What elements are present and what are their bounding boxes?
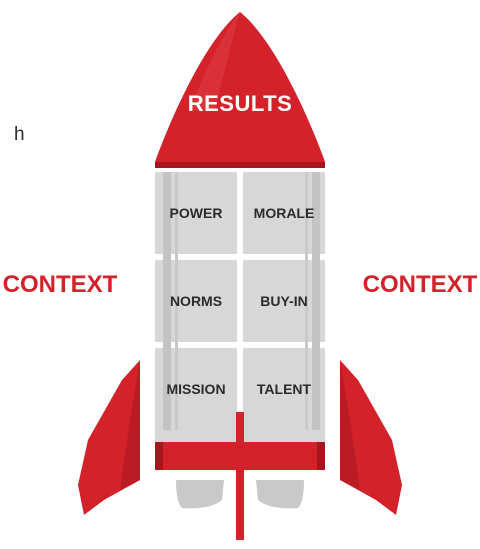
context-label-right: CONTEXT [363,271,478,298]
nose-highlight [190,12,240,110]
panel-strip [175,172,178,430]
panel-buy-in [243,260,325,342]
panel-label-buy-in: BUY-IN [260,293,307,309]
nose-cone [155,12,325,162]
panel-morale [243,172,325,254]
left-fin-shadow [120,360,140,490]
panel-label-mission: MISSION [166,381,225,397]
center-spine [236,412,244,540]
panel-strip [163,172,171,430]
panel-label-power: POWER [170,205,223,221]
panel-strip [305,172,308,430]
nose-label: RESULTS [188,91,293,116]
engine-nozzle-right [256,480,304,509]
panel-label-norms: NORMS [170,293,222,309]
nose-band [155,162,325,168]
panel-label-talent: TALENT [257,381,312,397]
panel-talent [243,348,325,430]
panel-grid [155,172,325,430]
context-label-left: CONTEXT [3,271,118,298]
lower-red-band-shadow [317,442,325,470]
partial-text: h [14,124,25,145]
panel-label-morale: MORALE [254,205,315,221]
lower-red-band-shadow [155,442,163,470]
panel-strip [312,172,320,430]
right-fin-shadow [340,360,360,490]
engine-nozzle-left [176,480,224,509]
